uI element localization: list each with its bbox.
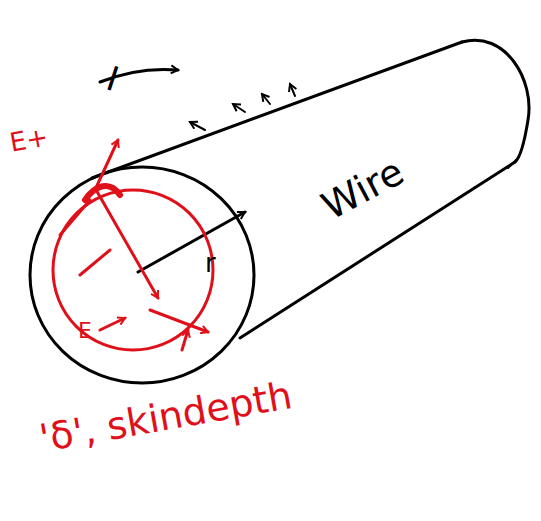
field-arrow	[95, 140, 118, 190]
radius-label: r	[205, 250, 216, 276]
field-line	[60, 200, 90, 235]
surface-arrow	[190, 122, 205, 130]
field-line	[80, 250, 110, 275]
field-arrow	[100, 318, 125, 330]
wire-top-edge	[92, 42, 462, 178]
field-arrow	[150, 310, 208, 332]
surface-arrow	[290, 84, 295, 96]
field-label: E	[78, 320, 92, 342]
wire-end-face	[30, 167, 254, 383]
radius-arrow	[138, 212, 245, 272]
skin-depth-circle	[53, 190, 213, 350]
wire-far-end	[462, 40, 529, 162]
wire-label: Wire	[316, 152, 409, 226]
surface-arrow	[262, 94, 270, 104]
edge-tick	[508, 160, 516, 168]
surface-arrow	[233, 104, 245, 112]
skin-depth-label: 'δ', skindepth	[37, 376, 295, 458]
skin-depth-pointer	[182, 330, 188, 350]
field-label: E+	[8, 124, 50, 156]
field-arrow	[95, 188, 158, 298]
scribble	[85, 186, 120, 200]
